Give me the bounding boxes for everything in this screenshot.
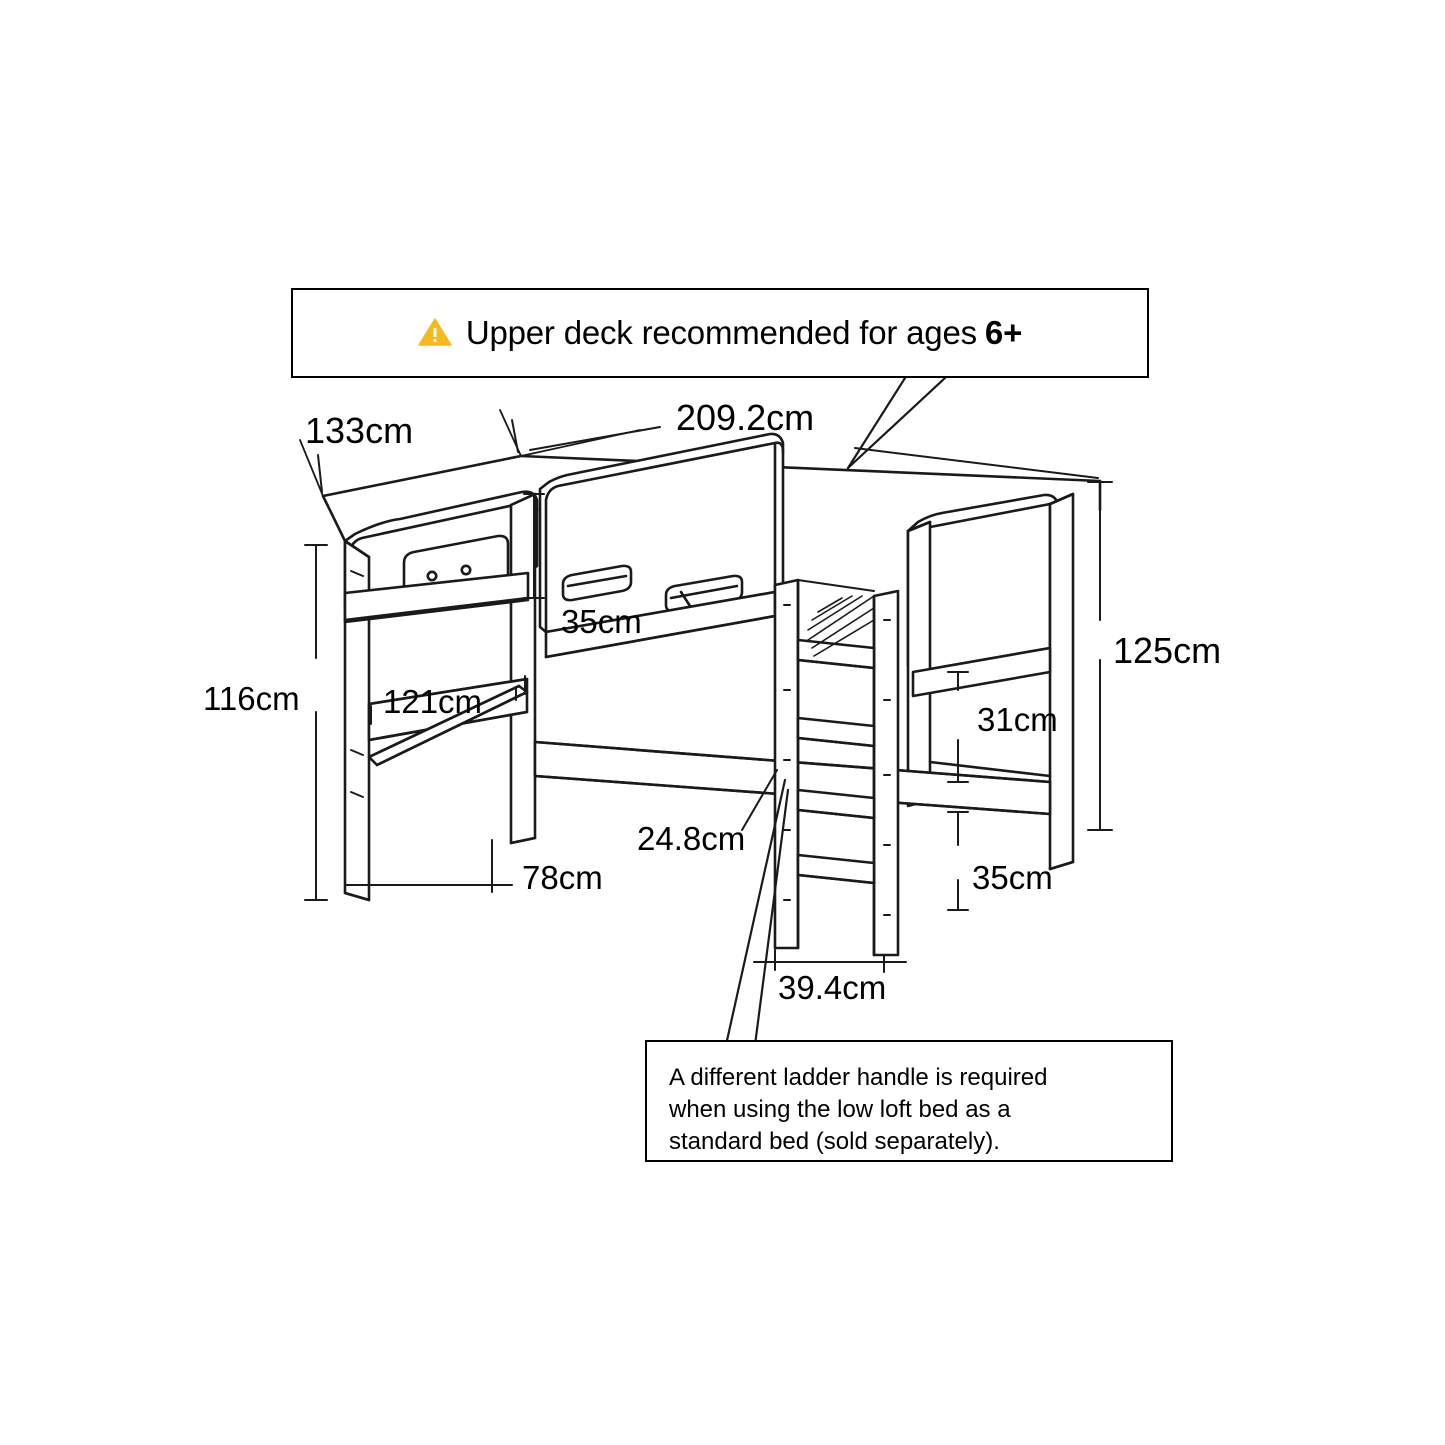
diagonal-brace <box>367 684 529 767</box>
dimension-label-deck-height: 116cm <box>203 680 300 717</box>
leg-front-left <box>343 539 371 902</box>
leg-right-back <box>906 520 932 808</box>
dimension-label-length-top: 209.2cm <box>676 397 815 438</box>
lower-rail-right-return <box>928 760 1052 778</box>
callout-top-label: Upper deck recommended for ages <box>465 314 977 351</box>
callout-leaders <box>724 376 947 1047</box>
dimension-label-width-top: 133cm <box>305 410 414 451</box>
lower-side-rail <box>367 677 529 742</box>
dimension-label-rail-height: 35cm <box>561 603 642 640</box>
dimension-label-ladder-depth: 24.8cm <box>637 820 746 857</box>
callout-bottom-line-2: when using the low loft bed as a <box>669 1096 1011 1124</box>
warning-triangle-icon <box>418 317 452 355</box>
leg-right-front <box>1048 492 1075 871</box>
callout-top-box: Upper deck recommended for ages 6+ <box>291 288 1149 378</box>
dimension-lines <box>304 419 1113 973</box>
deck-base-beam <box>343 571 1052 698</box>
callout-top-age: 6+ <box>984 314 1023 351</box>
dimension-label-leg-width: 78cm <box>522 859 603 896</box>
dimension-label-ladder-width: 39.4cm <box>778 969 887 1006</box>
dimension-label-lower-gap: 35cm <box>972 859 1053 896</box>
dimension-label-slat-length: 121cm <box>383 683 483 720</box>
front-guard-rail <box>538 432 785 634</box>
leg-mid-left <box>509 492 537 845</box>
callout-bottom-line-1: A different ladder handle is required <box>669 1064 1048 1091</box>
callout-bottom-box: A different ladder handle is required wh… <box>645 1040 1173 1162</box>
dimension-label-guard-gap: 31cm <box>977 701 1058 738</box>
dimension-label-height-right: 125cm <box>1113 630 1222 671</box>
callout-bottom-line-3: standard bed (sold separately). <box>669 1128 1000 1156</box>
callout-top-content: Upper deck recommended for ages 6+ <box>293 290 1147 376</box>
callout-bottom-content: A different ladder handle is required wh… <box>669 1062 1089 1158</box>
ladder <box>773 578 900 957</box>
